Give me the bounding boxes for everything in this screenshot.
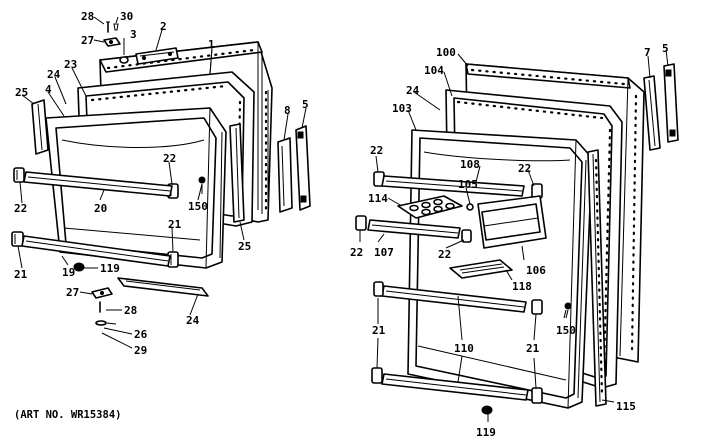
label-150: 150 [188,200,208,213]
right-end-cap-mid-left [355,215,367,231]
left-side-trim-strip [31,99,49,155]
right-leader-lines [359,49,669,422]
right-egg-tray-114 [397,195,463,219]
label-27: 27 [81,34,94,47]
label-25: 25 [15,86,28,99]
label-110: 110 [454,342,474,355]
label-23: 23 [64,58,77,71]
left-top-hinge-bar [135,47,179,65]
left-hinge-cap [119,56,129,64]
label-22: 22 [350,246,363,259]
left-hinge-pin-bracket-top [103,37,121,47]
right-lower-shelf-bar-110 [371,367,543,404]
label-150: 150 [556,324,576,337]
right-shelf-bar-108 [381,175,525,197]
label-26: 26 [134,328,148,341]
left-upper-shelf-bar [23,171,173,197]
label-21: 21 [14,268,28,281]
label-25: 25 [238,240,251,253]
label-20: 20 [94,202,107,215]
label-22: 22 [518,162,531,175]
label-22: 22 [163,152,176,165]
label-104: 104 [424,64,444,77]
label-24: 24 [47,68,61,81]
left-shelf-end-cap-left [13,167,25,183]
label-28: 28 [124,304,137,317]
right-end-cap-mid [461,229,472,243]
label-27: 27 [66,286,79,299]
left-door-assembly: 28 30 27 3 2 1 23 24 4 25 8 5 22 150 22 … [11,10,311,357]
label-100: 100 [436,46,456,59]
label-22: 22 [438,248,451,261]
label-24: 24 [406,84,420,97]
label-4: 4 [45,83,52,96]
label-114: 114 [368,192,388,205]
art-number: (ART NO. WR15384) [14,409,121,421]
label-105: 105 [458,178,478,191]
right-shelf-bar-107 [367,219,461,239]
label-28: 28 [81,10,94,23]
label-5: 5 [302,98,309,111]
label-22: 22 [370,144,383,157]
right-butter-door-118 [449,259,513,279]
right-part-labels: 100 7 5 104 24 103 22 108 22 105 114 22 … [350,42,669,439]
label-107: 107 [374,246,394,259]
label-21: 21 [372,324,386,337]
label-119: 119 [476,426,496,439]
label-108: 108 [460,158,480,171]
left-handle-trim [277,137,293,213]
left-bottom-cover [117,277,209,297]
label-22: 22 [14,202,27,215]
right-upper-shelf-bar-110 [373,281,543,315]
label-8: 8 [284,104,291,117]
left-part-labels: 28 30 27 3 2 1 23 24 4 25 8 5 22 150 22 … [14,10,309,357]
left-hinge-bracket-bottom [91,287,113,299]
label-119: 119 [100,262,120,275]
label-30: 30 [120,10,133,23]
label-21: 21 [526,342,540,355]
right-door-handle [663,63,679,143]
label-2: 2 [160,20,167,33]
label-5: 5 [662,42,669,55]
label-115: 115 [616,400,636,413]
left-leader-lines [17,16,307,349]
right-butter-compartment-106 [477,195,547,249]
label-29: 29 [134,344,147,357]
left-hinge-screw-top [106,21,119,33]
label-24: 24 [186,314,200,327]
right-button-150 [564,302,572,319]
label-3: 3 [130,28,137,41]
right-side-strip-115 [587,149,607,407]
right-trim-strip-7 [643,75,661,151]
right-plug-119 [481,405,493,415]
left-screw-26 [95,320,117,326]
label-118: 118 [512,280,532,293]
left-lower-shelf-end-left [11,231,24,247]
left-right-trim-strip [229,123,245,223]
left-door-handle [295,125,311,211]
label-103: 103 [392,102,412,115]
label-21: 21 [168,218,182,231]
label-7: 7 [644,46,651,59]
left-plug-119 [73,262,85,272]
label-106: 106 [526,264,546,277]
right-door-assembly: 100 7 5 104 24 103 22 108 22 105 114 22 … [350,42,679,439]
left-lower-shelf-bar [21,235,171,267]
label-19: 19 [62,266,75,279]
right-fastener-105 [466,203,474,211]
label-1: 1 [208,38,215,51]
